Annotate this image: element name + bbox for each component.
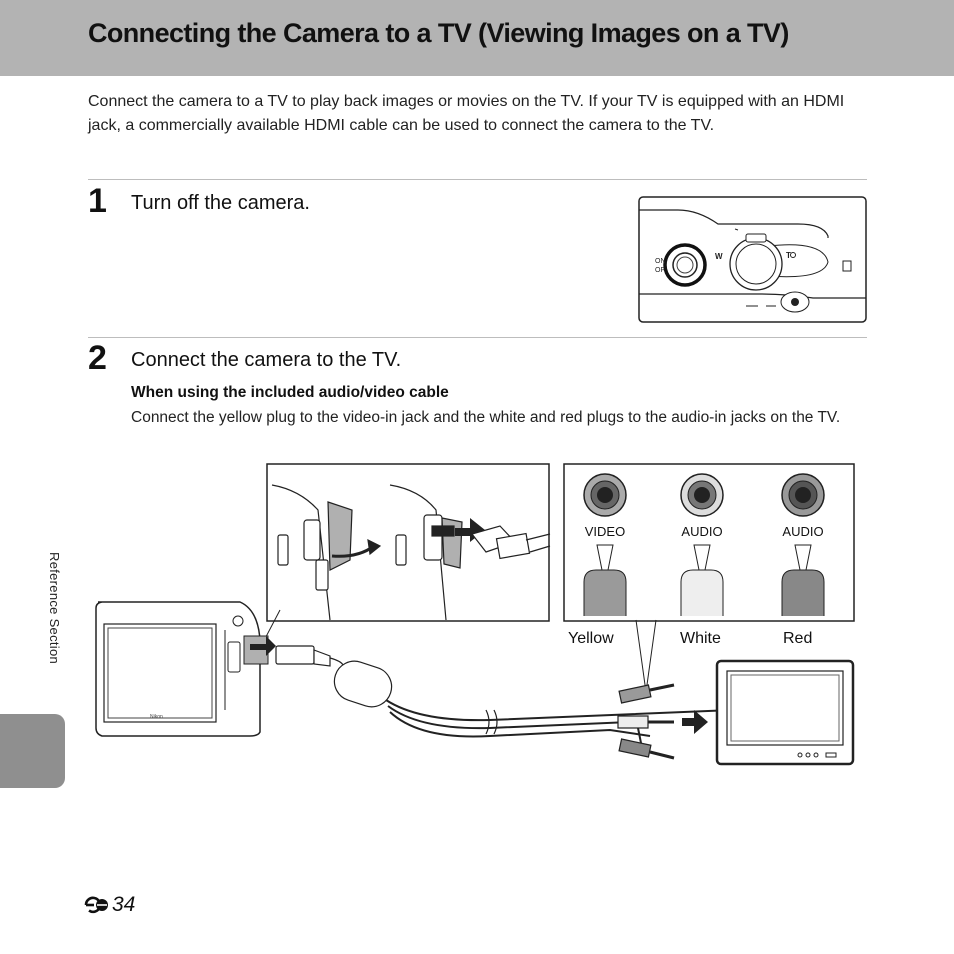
jack-label-audio-2: AUDIO: [782, 524, 823, 539]
plug-color-red: Red: [783, 630, 812, 647]
audio-jack-white: AUDIO: [680, 473, 724, 616]
divider: [88, 337, 867, 338]
step-1-number: 1: [88, 182, 107, 220]
zoom-w-label: W: [715, 252, 723, 261]
step-2-text: Connect the camera to the TV.: [131, 349, 402, 371]
plug-color-yellow: Yellow: [568, 630, 614, 647]
divider: [88, 179, 867, 180]
camera-illustration: Nikon: [95, 601, 269, 737]
on-label: ON: [655, 258, 666, 265]
cable-instructions: Connect the yellow plug to the video-in …: [131, 409, 841, 426]
video-jack: VIDEO: [583, 473, 627, 616]
camera-power-button-illustration: ON OF W T: [638, 196, 867, 323]
step-2-number: 2: [88, 339, 107, 377]
section-label: Reference Section: [47, 552, 62, 665]
tv-illustration: [715, 659, 855, 766]
section-tab: [0, 714, 65, 788]
cable-subheading: When using the included audio/video cabl…: [131, 384, 449, 401]
page-title: Connecting the Camera to a TV (Viewing I…: [88, 18, 789, 48]
zoom-t-label: T: [786, 251, 791, 260]
step-1-text: Turn off the camera.: [131, 192, 310, 214]
audio-jack-red: AUDIO: [781, 473, 825, 616]
intro-paragraph: Connect the camera to a TV to play back …: [88, 93, 845, 134]
jack-label-audio-1: AUDIO: [681, 524, 722, 539]
page-number: 34: [84, 893, 135, 917]
page-number-value: 34: [112, 893, 136, 916]
reference-icon: [84, 896, 108, 914]
plug-color-white: White: [680, 630, 721, 647]
title-bar: Connecting the Camera to a TV (Viewing I…: [0, 0, 954, 76]
svg-text:OF: OF: [655, 267, 665, 274]
jack-label-video: VIDEO: [585, 524, 625, 539]
svg-text:Nikon: Nikon: [150, 714, 163, 720]
tv-connection-illustration: VIDEO AUDIO AUDIO Yellow White Red Nikon: [95, 463, 855, 766]
